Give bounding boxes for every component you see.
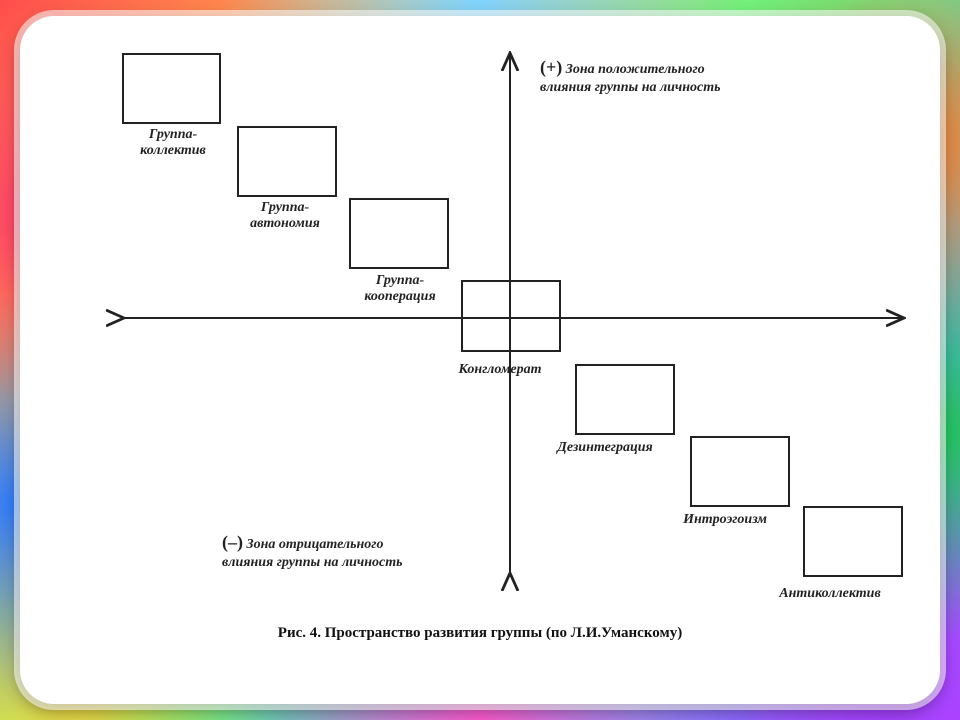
negative-zone-label: (–) Зона отрицательного влияния группы н… (222, 533, 403, 572)
negative-zone-line1: Зона отрицательного (246, 537, 384, 552)
label-anticollective-line1: Антиколлектив (779, 586, 881, 601)
positive-zone-line2: влияния группы на личность (540, 80, 721, 95)
label-introegoism-line1: Интроэгоизм (683, 512, 767, 527)
label-group-collective: Группа- коллектив (118, 127, 228, 159)
box-disintegration (575, 364, 675, 435)
box-introegoism (690, 436, 790, 507)
slide-card (20, 16, 940, 704)
label-group-autonomy-line2: автономия (250, 216, 320, 231)
box-group-autonomy (237, 126, 337, 197)
label-group-cooperation-line2: кооперация (364, 289, 436, 304)
figure-caption: Рис. 4. Пространство развития группы (по… (277, 625, 683, 641)
positive-zone-label: (+) Зона положительного влияния группы н… (540, 58, 721, 97)
label-introegoism: Интроэгоизм (660, 512, 790, 528)
label-group-collective-line1: Группа- (148, 127, 198, 142)
label-anticollective: Антиколлектив (750, 586, 910, 602)
box-group-cooperation (349, 198, 449, 269)
box-conglomerate (461, 280, 561, 352)
label-group-autonomy: Группа- автономия (230, 200, 340, 232)
label-disintegration: Дезинтеграция (530, 440, 680, 456)
label-group-cooperation: Группа- кооперация (340, 273, 460, 305)
positive-zone-sign: (+) (540, 57, 563, 77)
negative-zone-sign: (–) (222, 532, 243, 552)
label-group-cooperation-line1: Группа- (375, 273, 425, 288)
positive-zone-line1: Зона положительного (565, 62, 705, 77)
label-group-collective-line2: коллектив (140, 143, 206, 158)
box-group-collective (122, 53, 221, 124)
label-disintegration-line1: Дезинтеграция (557, 440, 653, 455)
negative-zone-line2: влияния группы на личность (222, 555, 403, 570)
label-group-autonomy-line1: Группа- (260, 200, 310, 215)
label-conglomerate: Конгломерат (430, 362, 570, 378)
label-conglomerate-line1: Конгломерат (458, 362, 542, 377)
box-anticollective (803, 506, 903, 577)
